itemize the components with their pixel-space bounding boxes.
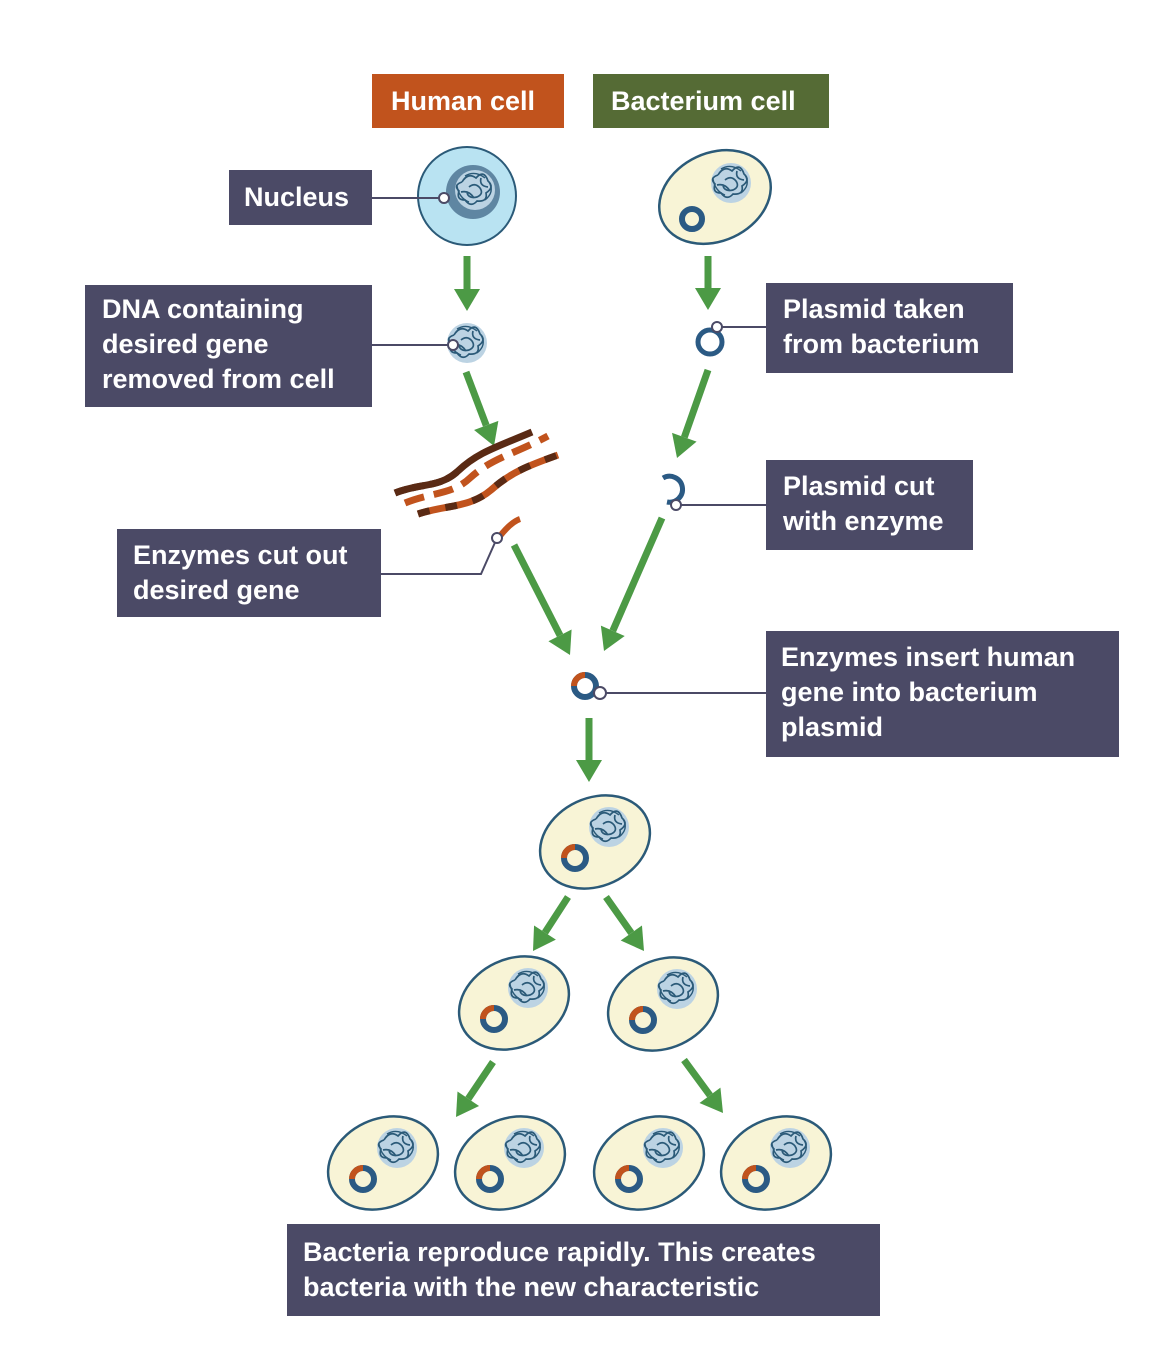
- modified-bacterium-icon: [525, 778, 666, 906]
- enzymes-cut-line-2: desired gene: [133, 575, 300, 605]
- reproduce-line-2: bacteria with the new characteristic: [303, 1272, 760, 1302]
- dna-removed-label: DNA containing desired gene removed from…: [85, 285, 372, 407]
- dna-removed-line-3: removed from cell: [102, 364, 335, 394]
- plasmid-cut-label: Plasmid cut with enzyme: [766, 460, 973, 550]
- leader-lines: [372, 197, 766, 694]
- arrow-icon: [600, 516, 666, 651]
- modified-bacterium-icon: [444, 939, 585, 1067]
- modified-bacterium-icon: [440, 1099, 581, 1227]
- enzymes-insert-label: Enzymes insert human gene into bacterium…: [766, 631, 1119, 757]
- leader-dot-icon: [438, 192, 723, 700]
- enzymes-cut-line-1: Enzymes cut out: [133, 540, 348, 570]
- reproduce-label: Bacteria reproduce rapidly. This creates…: [287, 1224, 880, 1316]
- arrow-icon: [695, 256, 721, 310]
- bacterium-cell-header: Bacterium cell: [593, 74, 829, 128]
- dna-removed-line-1: DNA containing: [102, 294, 304, 324]
- modified-bacterium-icon: [313, 1099, 454, 1227]
- plasmid-cut-line-1: Plasmid cut: [783, 471, 935, 501]
- arrow-icon: [462, 370, 499, 446]
- bacterium-cell-icon: [657, 148, 773, 246]
- enzymes-cut-label: Enzymes cut out desired gene: [117, 529, 381, 617]
- human-cell-header-text: Human cell: [391, 86, 536, 116]
- human-cell-header: Human cell: [372, 74, 564, 128]
- bacterium-cell-header-text: Bacterium cell: [611, 86, 796, 116]
- cut-plasmid-icon: [661, 473, 685, 505]
- reproduce-line-1: Bacteria reproduce rapidly. This creates: [303, 1237, 816, 1267]
- recombinant-plasmid-icon: [574, 675, 596, 697]
- plasmid-cut-line-2: with enzyme: [783, 506, 944, 536]
- plasmid-icon: [695, 327, 725, 357]
- arrow-icon: [672, 368, 712, 458]
- plasmid-taken-line-2: from bacterium: [783, 329, 980, 359]
- arrow-icon: [576, 718, 602, 782]
- arrow-icon: [456, 1060, 496, 1117]
- enzymes-insert-line-1: Enzymes insert human: [781, 642, 1076, 672]
- dna-strand-icon: [393, 428, 560, 518]
- arrow-icon: [510, 543, 572, 655]
- nucleus-label-text: Nucleus: [244, 182, 350, 212]
- plasmid-taken-line-1: Plasmid taken: [783, 294, 965, 324]
- arrow-icon: [533, 895, 571, 951]
- arrow-icon: [681, 1057, 723, 1113]
- nucleus-label: Nucleus: [229, 170, 372, 225]
- modified-bacterium-icon: [579, 1099, 720, 1227]
- cut-gene-icon: [497, 516, 522, 538]
- plasmid-taken-label: Plasmid taken from bacterium: [766, 283, 1013, 373]
- enzymes-insert-line-2: gene into bacterium: [781, 677, 1038, 707]
- arrow-icon: [454, 256, 480, 311]
- modified-bacterium-icon: [593, 940, 734, 1068]
- human-cell-icon: [417, 146, 517, 246]
- enzymes-insert-line-3: plasmid: [781, 712, 884, 742]
- dna-removed-line-2: desired gene: [102, 329, 269, 359]
- arrow-icon: [603, 894, 644, 951]
- modified-bacterium-icon: [706, 1099, 847, 1227]
